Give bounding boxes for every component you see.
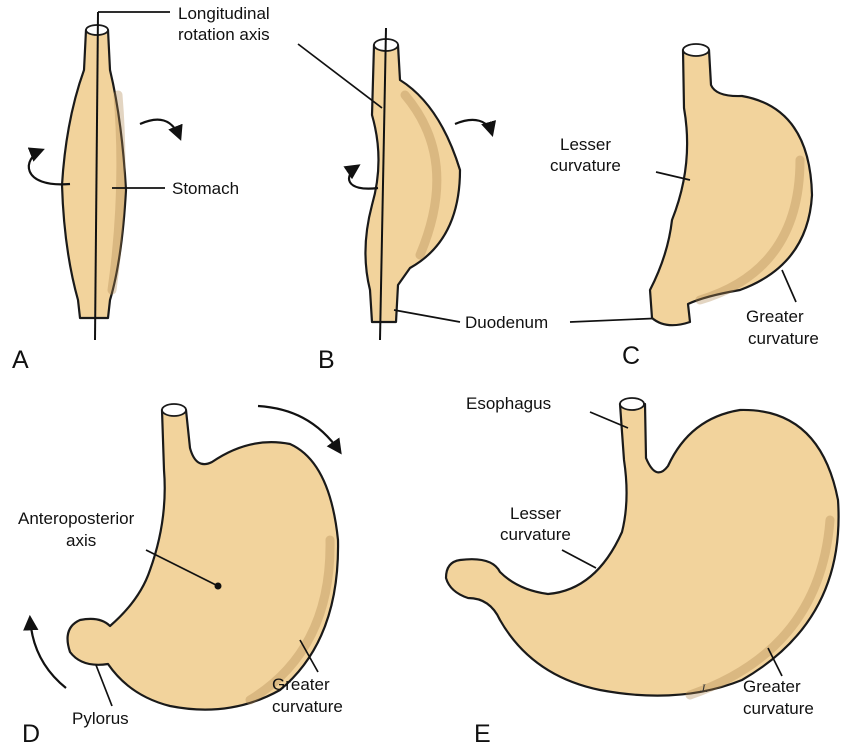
anteroposterior-axis-label-1: Anteroposterior [18,509,135,528]
stomach-c [648,48,814,327]
panel-letter-d: D [22,720,40,748]
lumen-e [619,397,645,411]
rotation-arrow-icon [257,404,342,455]
greater-curvature-label-d-2: curvature [272,697,343,716]
panel-letter-b: B [318,346,335,374]
greater-curvature-leader-c [781,269,797,303]
lesser-curvature-label-c-1: Lesser [560,135,611,154]
panel-e: Esophagus Lesser curvature Greater curva… [444,394,840,748]
greater-curvature-leader-e [767,647,783,677]
stomach-tube-a [60,28,128,320]
lesser-curvature-leader-c [655,171,691,181]
panel-c: Lesser curvature Greater curvature C [550,43,819,370]
stomach-e [444,402,840,697]
duodenum-leader-right [569,317,665,323]
rotation-arrow-icon [23,614,67,689]
axis-label-line1: Longitudinal [178,4,270,23]
lesser-curvature-label-e-2: curvature [500,525,571,544]
lesser-curvature-label-e-1: Lesser [510,504,561,523]
lesser-curvature-label-c-2: curvature [550,156,621,175]
greater-curvature-label-e-2: curvature [743,699,814,718]
pylorus-label: Pylorus [72,709,129,728]
lumen-d [161,403,187,417]
rotation-arrow-icon [27,147,71,186]
panel-letter-a: A [12,346,29,374]
panel-letter-e: E [474,720,491,748]
esophagus-leader [589,411,629,429]
panel-letter-c: C [622,342,640,370]
longitudinal-axis-b [379,27,387,341]
duodenum-label: Duodenum [465,313,548,332]
rotation-arrow-icon [454,118,497,137]
rotation-arrow-icon [139,118,183,141]
stomach-label: Stomach [172,179,239,198]
anteroposterior-axis-leader [145,549,219,587]
esophagus-label: Esophagus [466,394,551,413]
stomach-tube-b [364,43,462,324]
greater-curvature-label-c-1: Greater [746,307,804,326]
anteroposterior-axis-label-2: axis [66,531,96,550]
greater-curvature-label-c-2: curvature [748,329,819,348]
greater-curvature-leader-d [299,639,319,673]
longitudinal-axis-a [94,11,99,341]
stomach-d [66,408,340,711]
axis-label-line2: rotation axis [178,25,270,44]
duodenum-leader-left [393,309,461,323]
lumen-c [682,43,710,57]
lesser-curvature-leader-e [561,549,597,569]
axis-label-leader-b [297,43,383,109]
panel-d: Anteroposterior axis Pylorus Greater cur… [18,403,343,748]
rotation-arrow-icon [343,164,379,190]
panel-b: Duodenum B [297,27,665,374]
artist-signature: J. [700,681,708,695]
panel-a: Stomach Longitudinal rotation axis A [12,4,270,374]
greater-curvature-label-e-1: Greater [743,677,801,696]
pylorus-leader [95,664,113,707]
greater-curvature-label-d-1: Greater [272,675,330,694]
